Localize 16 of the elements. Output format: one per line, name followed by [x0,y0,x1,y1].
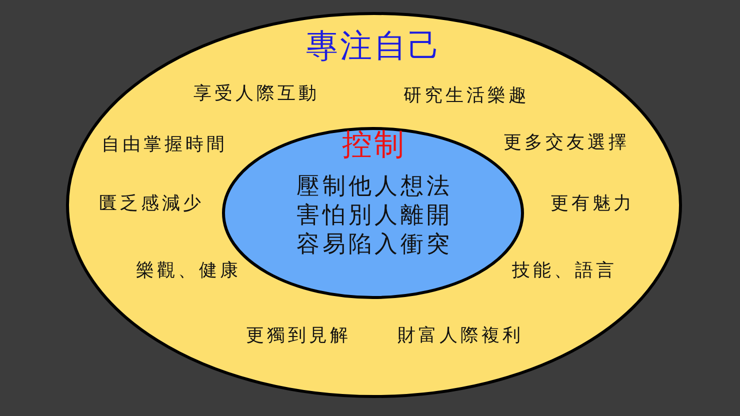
ellipse-title: 控制 [341,128,406,162]
item-label: 害怕別人離開 [296,203,452,229]
item-label: 容易陷入衝突 [296,232,452,258]
item-label: 享受人際互動 [192,84,320,104]
item-label: 壓制他人想法 [296,174,452,200]
item-label: 匱乏感減少 [98,194,204,214]
item-label: 更多交友選擇 [502,133,630,153]
item-label: 研究生活樂趣 [402,86,530,106]
item-label: 自由掌握時間 [100,135,228,155]
ellipse-title: 專注自己 [305,28,442,64]
item-label: 財富人際複利 [396,326,524,346]
item-label: 更獨到見解 [245,326,351,346]
item-label: 更有魅力 [550,194,634,214]
outer-ellipse [66,12,682,398]
item-label: 樂觀、健康 [135,261,241,281]
item-label: 技能、語言 [511,261,617,281]
